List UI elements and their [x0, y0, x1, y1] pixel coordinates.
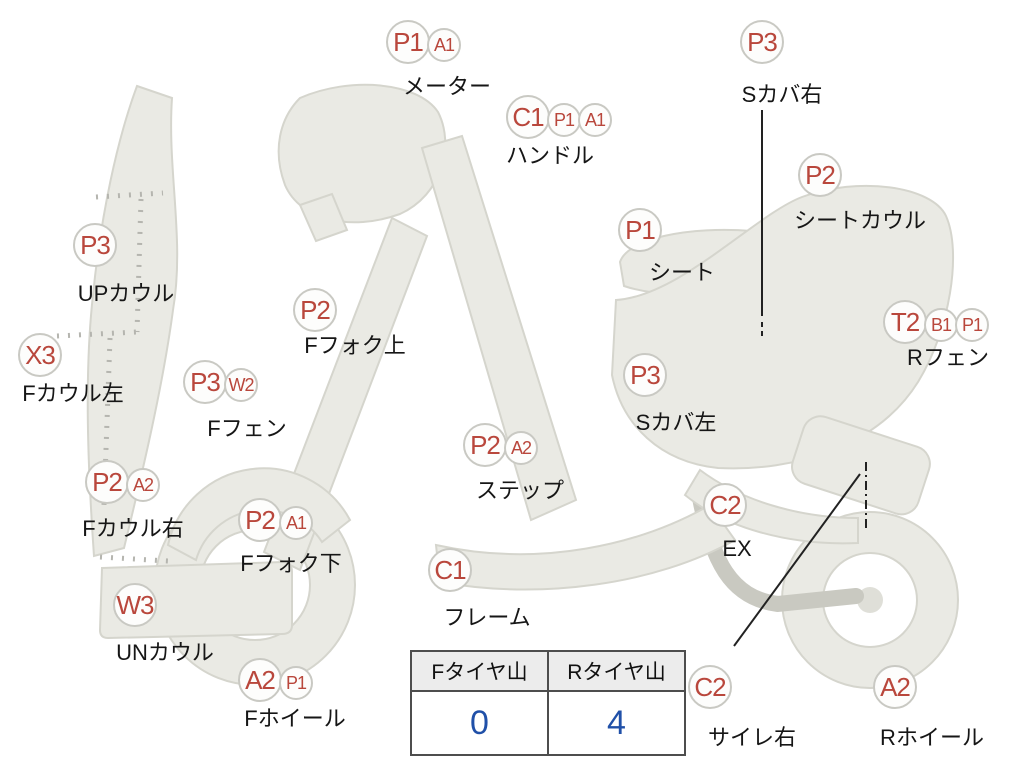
marker-up-cowl: P3 UPカウル [73, 223, 174, 306]
damage-code: A2 [873, 665, 917, 709]
part-label: フレーム [443, 605, 531, 630]
tire-table-header-rear: Rタイヤ山 [547, 650, 686, 692]
damage-code: P1 [386, 20, 430, 64]
part-label: Fカウル右 [82, 516, 184, 541]
damage-code: P1 [618, 208, 662, 252]
damage-code: T2 [883, 300, 927, 344]
marker-silencer-right: C2 サイレ右 [688, 665, 796, 750]
marker-ffender: P3 W2 Fフェン [183, 360, 287, 441]
damage-subcode: A1 [578, 103, 612, 137]
part-label: ハンドル [505, 143, 595, 168]
marker-seat: P1 シート [618, 208, 715, 285]
marker-rwheel: A2 Rホイール [873, 665, 984, 750]
part-label: Fフォク上 [304, 333, 406, 358]
damage-code: P2 [293, 288, 337, 332]
tire-front-tread-value: 0 [410, 690, 549, 756]
damage-subcode: B1 [924, 308, 958, 342]
part-label: メーター [402, 74, 492, 99]
marker-exhaust: C2 EX [703, 483, 752, 561]
damage-subcode: A1 [427, 28, 461, 62]
damage-code: P2 [85, 460, 129, 504]
marker-ffork-lower: P2 A1 Fフォク下 [238, 498, 342, 576]
part-label: Sカバ左 [635, 410, 717, 435]
part-label: サイレ右 [707, 725, 797, 750]
marker-step: P2 A2 ステップ [463, 423, 564, 503]
damage-code: W3 [113, 583, 157, 627]
tire-table-header-front: Fタイヤ山 [410, 650, 549, 692]
part-label: Fカウル左 [22, 381, 124, 406]
part-label: UPカウル [77, 281, 175, 306]
damage-code: P3 [623, 353, 667, 397]
tire-tread-table: Fタイヤ山 Rタイヤ山 0 4 [410, 650, 686, 756]
damage-code: A2 [238, 658, 282, 702]
damage-code: P2 [798, 153, 842, 197]
damage-code: P2 [238, 498, 282, 542]
part-label: UNカウル [116, 640, 214, 665]
part-label: Fフォク下 [240, 551, 342, 576]
part-label: ステップ [475, 478, 565, 503]
marker-scover-left: P3 Sカバ左 [623, 353, 716, 435]
damage-subcode: A2 [504, 431, 538, 465]
marker-meter: P1 A1 メーター [386, 20, 491, 99]
part-label: Rホイール [880, 725, 984, 750]
part-label: Fフェン [207, 416, 287, 441]
marker-seat-cowl: P2 シートカウル [794, 153, 926, 233]
damage-code: C1 [506, 95, 550, 139]
damage-subcode: P1 [547, 103, 581, 137]
damage-subcode: P1 [279, 666, 313, 700]
damage-subcode: A2 [126, 468, 160, 502]
damage-code: P2 [463, 423, 507, 467]
tire-rear-tread-value: 4 [547, 690, 686, 756]
damage-subcode: W2 [224, 368, 258, 402]
damage-code: P3 [73, 223, 117, 267]
part-label: シートカウル [793, 208, 927, 233]
damage-code: X3 [18, 333, 62, 377]
marker-un-cowl: W3 UNカウル [113, 583, 214, 665]
damage-code: P3 [740, 20, 784, 64]
damage-code: C2 [688, 665, 732, 709]
marker-fcowl-right: P2 A2 Fカウル右 [82, 460, 184, 541]
part-label: Sカバ右 [741, 82, 823, 107]
marker-fcowl-left: X3 Fカウル左 [18, 333, 124, 406]
part-label: EX [722, 536, 752, 561]
marker-frame: C1 フレーム [428, 548, 531, 630]
part-label: Rフェン [907, 345, 989, 370]
damage-subcode: P1 [955, 308, 989, 342]
damage-subcode: A1 [279, 506, 313, 540]
damage-code: C1 [428, 548, 472, 592]
marker-rfender: T2 B1 P1 Rフェン [883, 300, 989, 370]
marker-fwheel: A2 P1 Fホイール [238, 658, 346, 731]
part-label: シート [648, 260, 716, 285]
marker-scover-right: P3 Sカバ右 [740, 20, 822, 107]
marker-handle: C1 P1 A1 ハンドル [506, 95, 612, 168]
damage-code: C2 [703, 483, 747, 527]
marker-ffork-upper: P2 Fフォク上 [293, 288, 406, 358]
part-label: Fホイール [244, 706, 346, 731]
damage-code: P3 [183, 360, 227, 404]
